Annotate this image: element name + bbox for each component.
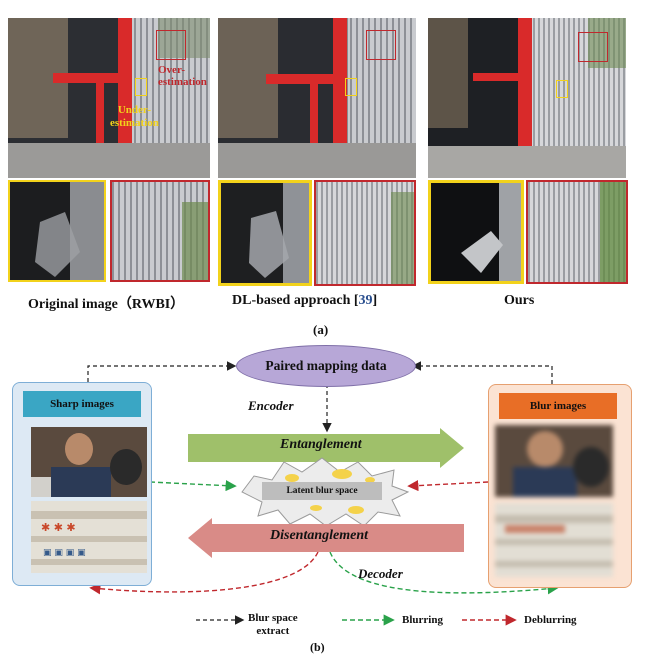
- paired-mapping-node: Paired mapping data: [236, 345, 416, 387]
- under-estimation-label: Under- estimation: [110, 104, 159, 129]
- blur-images-panel: Blur images: [488, 384, 632, 588]
- legend-blurring-label: Blurring: [402, 614, 443, 626]
- blur-textile-image: [495, 503, 613, 577]
- entanglement-arrow: [188, 428, 464, 468]
- original-image: Over- estimation Under- estimation: [8, 18, 210, 178]
- over-estimation-label: Over- estimation: [158, 64, 207, 88]
- panel-a-label: (a): [313, 322, 329, 337]
- caption-dl-prefix: DL-based approach [: [232, 293, 359, 308]
- sharp-images-title-text: Sharp images: [50, 398, 114, 410]
- legend-deblurring-label: Deblurring: [524, 614, 577, 626]
- panel-b-label: (b): [310, 640, 325, 654]
- caption-ours: Ours: [504, 293, 535, 308]
- caption-original: Original image（RWBI）: [28, 297, 185, 312]
- dl-red-box: [366, 30, 396, 60]
- latent-blur-box: Latent blur space: [262, 482, 382, 500]
- sharp-textile-image: ✱ ✱ ✱ ▣ ▣ ▣ ▣: [31, 501, 147, 573]
- svg-text:▣ ▣ ▣ ▣: ▣ ▣ ▣ ▣: [43, 548, 86, 558]
- over-estimation-box: [156, 30, 186, 60]
- ours-image: [428, 18, 626, 178]
- original-crop-yellow: [8, 180, 106, 282]
- entanglement-label: Entanglement: [280, 437, 362, 452]
- dl-crop-yellow: [218, 180, 312, 286]
- latent-blur-label: Latent blur space: [286, 486, 358, 496]
- disentanglement-label: Disentanglement: [270, 528, 369, 543]
- ours-red-box: [578, 32, 608, 62]
- ours-crop-red: [526, 180, 628, 284]
- caption-dl-ref: 39: [358, 293, 373, 308]
- dl-crop-red: [314, 180, 416, 286]
- ours-crop-yellow: [428, 180, 524, 284]
- ours-yellow-box: [556, 80, 568, 98]
- under-estimation-box: [135, 78, 147, 96]
- sharp-images-panel: Sharp images ✱ ✱ ✱ ▣ ▣ ▣ ▣: [12, 382, 152, 586]
- original-crop-red: [110, 180, 210, 282]
- blur-images-title-text: Blur images: [529, 400, 587, 412]
- dl-image: [218, 18, 416, 178]
- dl-yellow-box: [345, 78, 357, 96]
- encoder-label: Encoder: [248, 398, 294, 413]
- svg-text:✱ ✱ ✱: ✱ ✱ ✱: [41, 521, 76, 534]
- sharp-images-title: Sharp images: [23, 391, 141, 417]
- legend-extract-label: Blur space extract: [248, 612, 298, 637]
- blur-face-image: [495, 425, 613, 497]
- paired-mapping-label: Paired mapping data: [265, 358, 387, 373]
- caption-dl-suffix: ]: [372, 293, 378, 308]
- sharp-face-image: [31, 427, 147, 497]
- decoder-label: Decoder: [358, 566, 403, 581]
- caption-dl: DL-based approach [39]: [232, 293, 377, 309]
- disentanglement-arrow: [188, 518, 464, 558]
- blur-images-title: Blur images: [499, 393, 617, 419]
